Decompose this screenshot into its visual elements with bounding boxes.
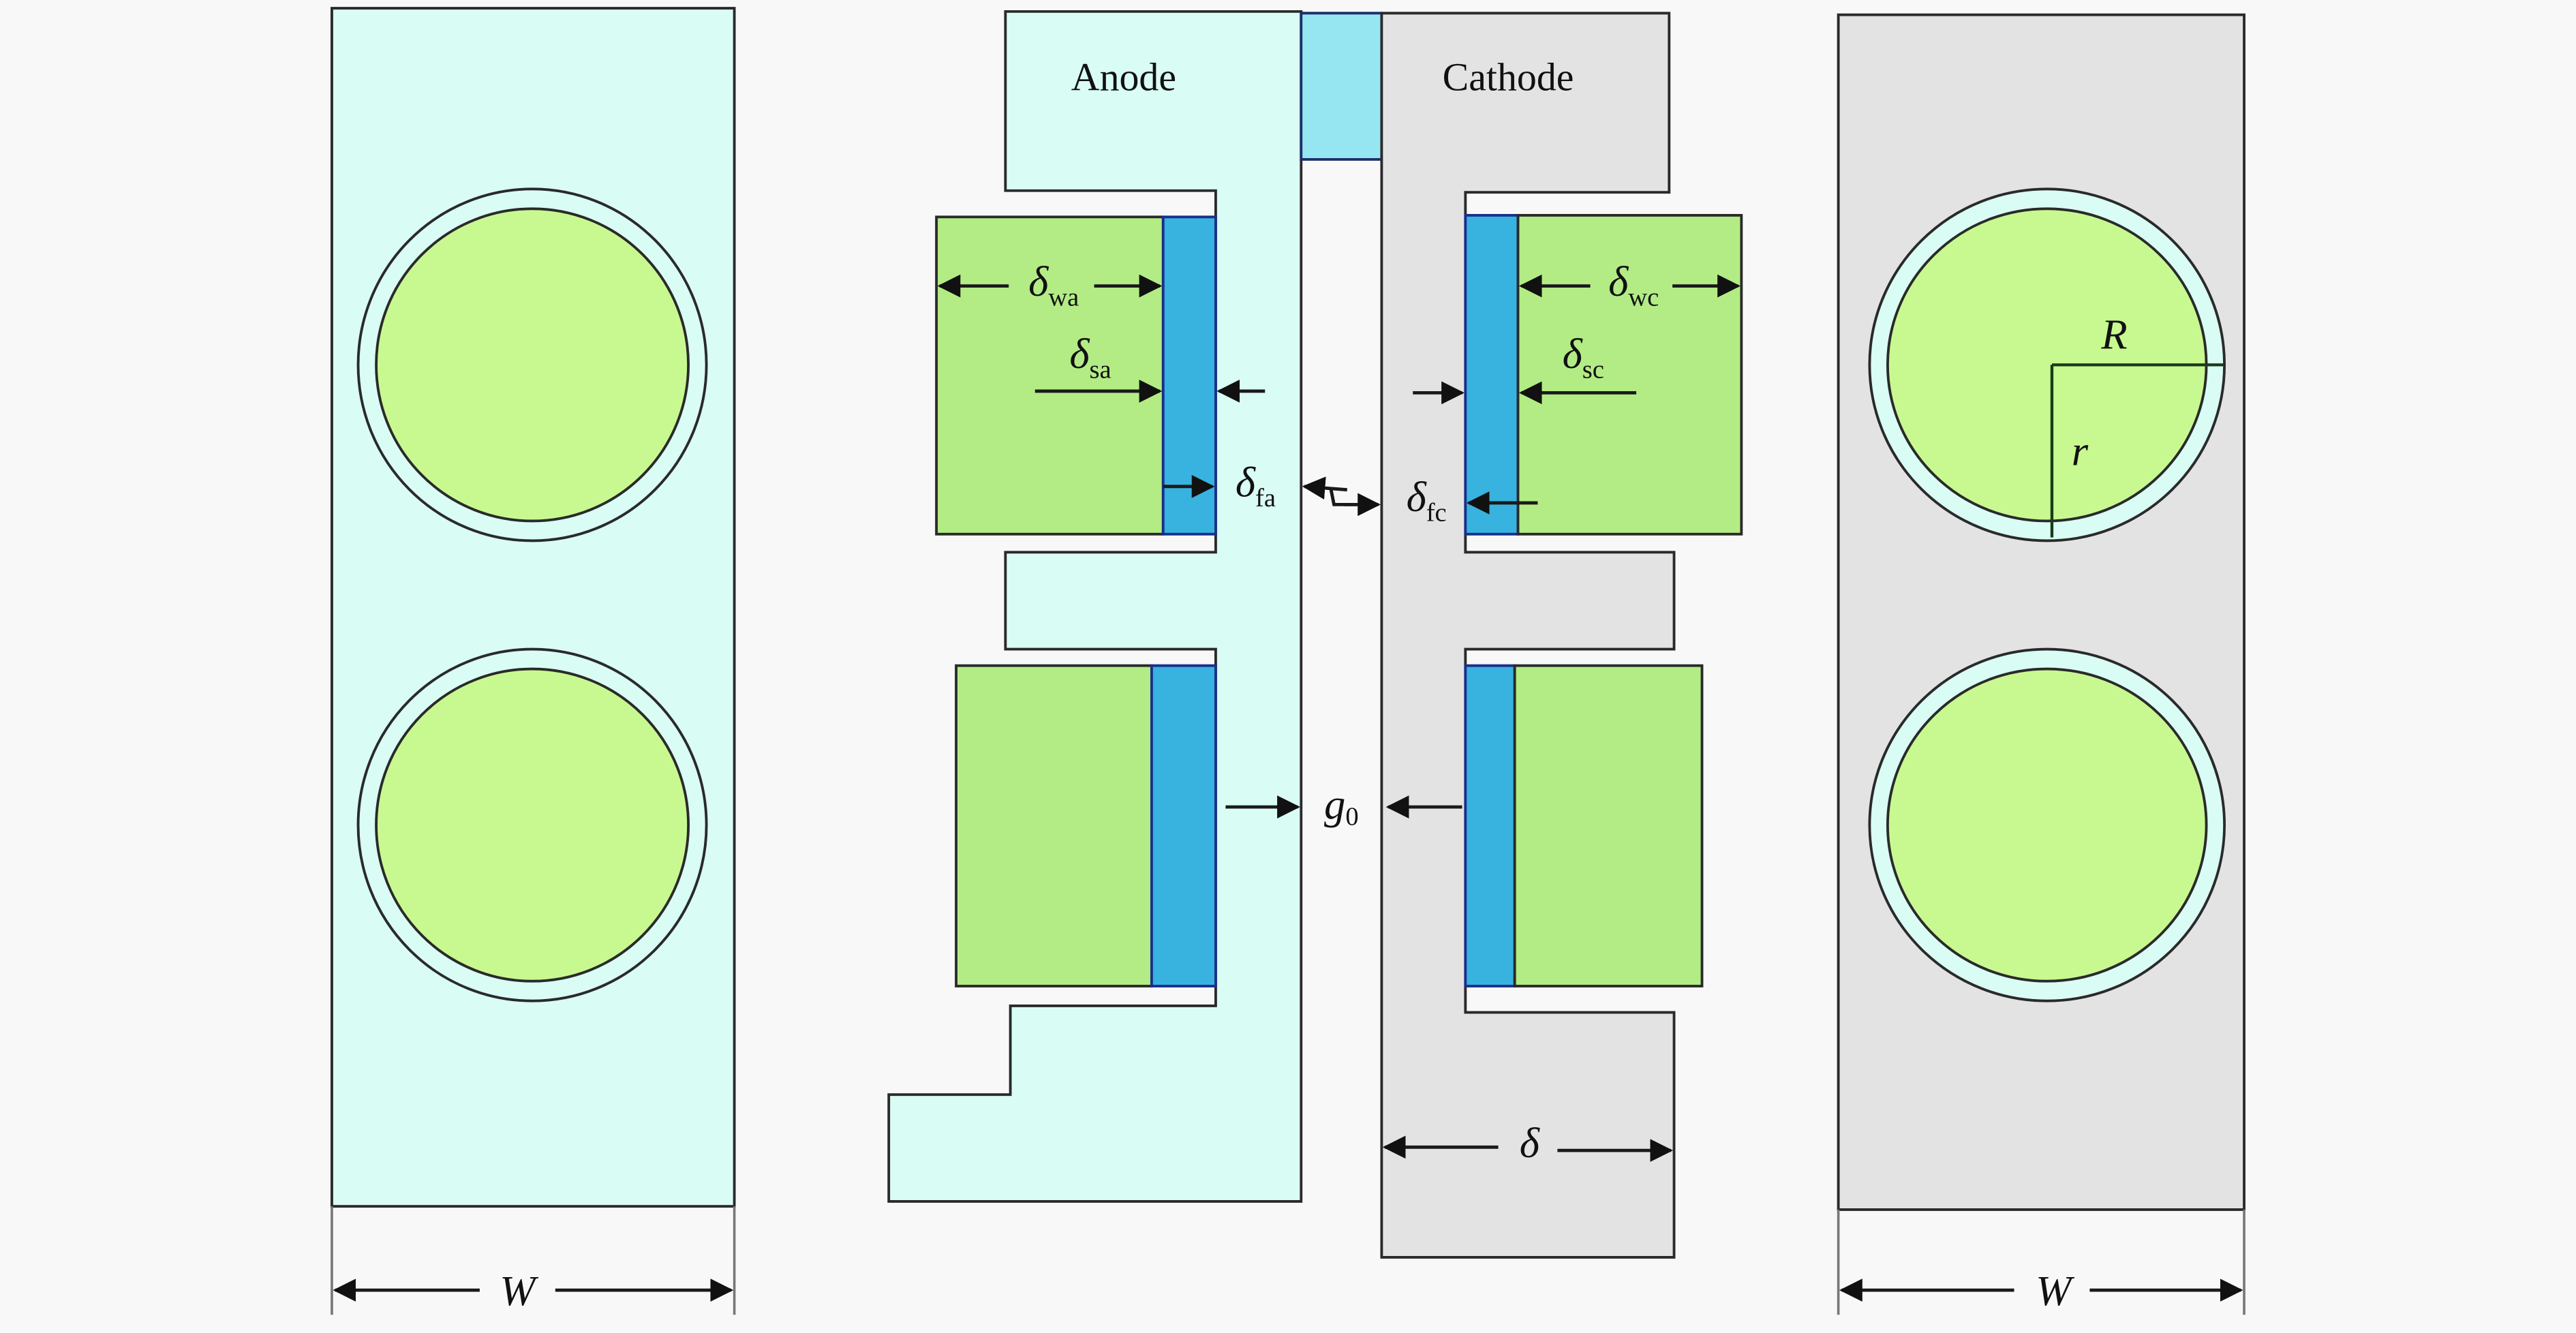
cathode-label: Cathode [1443, 55, 1574, 99]
anode-lower-layer [1150, 664, 1217, 987]
delta-sa-label: δsa [1069, 330, 1111, 384]
cathode-upper-electrode [1516, 213, 1743, 536]
cathode-body [1380, 12, 1676, 1259]
radius-outer-label: R [2100, 310, 2127, 358]
delta-sc-label: δsc [1563, 330, 1604, 384]
anode-body [887, 10, 1303, 1203]
delta-wc-label: δwc [1608, 258, 1659, 311]
anode-label: Anode [1071, 55, 1176, 99]
delta-fa-label: δfa [1236, 458, 1276, 512]
anode-upper-electrode [935, 215, 1165, 536]
left-top-inner-circle [375, 207, 690, 523]
g0-label: g0 [1324, 780, 1359, 831]
right-panel: R r W [1837, 13, 2245, 1315]
delta-fc-label: δfc [1407, 473, 1447, 527]
separator-block [1300, 12, 1383, 161]
delta-width-label: δ [1520, 1119, 1540, 1167]
left-panel: W [331, 7, 736, 1315]
cathode-lower-layer [1464, 664, 1516, 987]
right-width-label: W [2036, 1267, 2074, 1315]
cathode-lower-electrode [1513, 664, 1704, 987]
cathode-upper-layer [1464, 213, 1520, 536]
gap-arrow-left [1302, 476, 1347, 500]
delta-wa-label: δwa [1028, 258, 1079, 311]
cathode-assembly: Cathode δwc δsc δfc δ [1380, 12, 1743, 1259]
left-width-label: W [500, 1267, 538, 1315]
radius-inner-label: r [2072, 427, 2089, 474]
left-bottom-inner-circle [375, 667, 690, 983]
anode-assembly: Anode δwa δsa δfa [887, 10, 1303, 1203]
right-bottom-inner-circle [1886, 667, 2208, 983]
anode-lower-electrode [955, 664, 1153, 987]
